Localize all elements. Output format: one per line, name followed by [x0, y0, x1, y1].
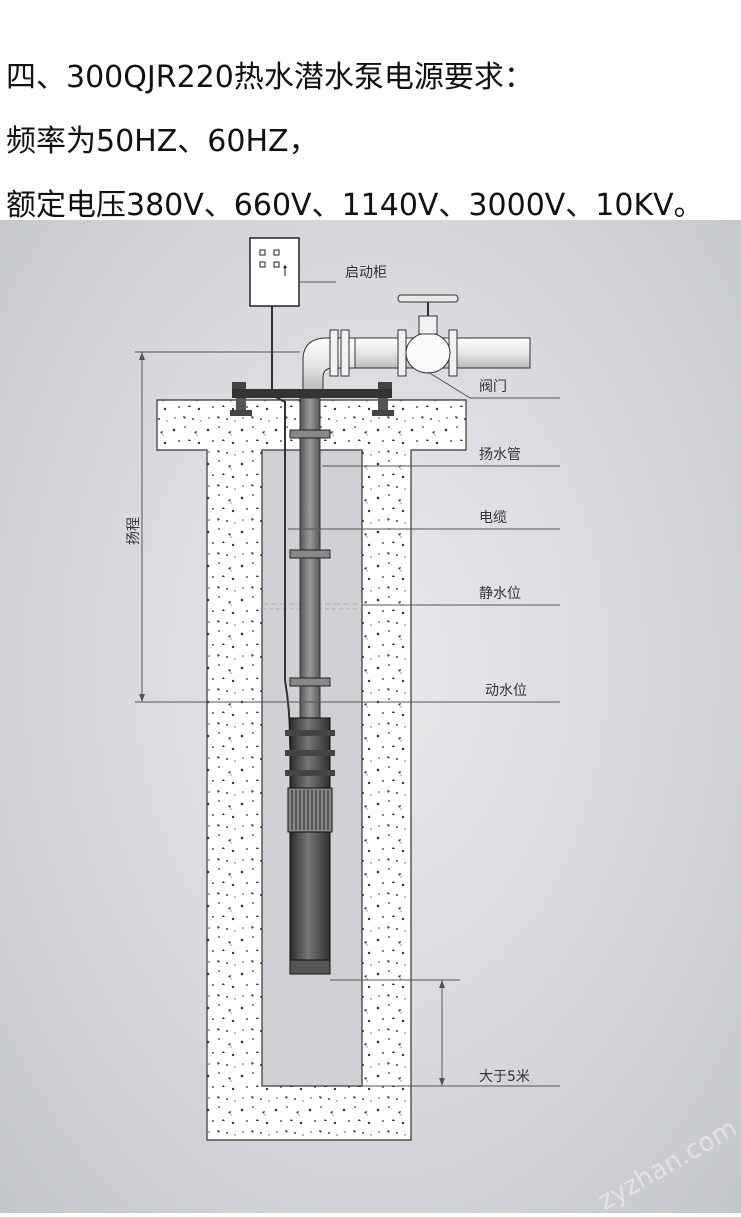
label-clearance: 大于5米	[479, 1069, 530, 1085]
label-head: 扬程	[126, 517, 142, 545]
label-static-water-level: 静水位	[479, 586, 521, 602]
pump-installation-diagram: 启动柜 阀门 扬水管 电缆 静水位 动水位 扬程 大于5米	[126, 237, 560, 1141]
label-dynamic-water-level: 动水位	[485, 683, 527, 699]
label-valve: 阀门	[479, 379, 507, 395]
heading-line-2: 频率为50HZ、60HZ，	[6, 124, 319, 159]
label-riser-pipe: 扬水管	[479, 447, 521, 463]
submersible-pump	[285, 717, 335, 975]
leader-lines	[135, 281, 560, 1087]
label-cable: 电缆	[479, 510, 507, 526]
heading-line-1: 四、300QJR220热水潜水泵电源要求：	[6, 60, 534, 95]
valve	[397, 294, 459, 374]
label-control-cabinet: 启动柜	[345, 265, 387, 281]
pipe-couplings	[289, 429, 331, 687]
power-requirements-text: 四、300QJR220热水潜水泵电源要求： 频率为50HZ、60HZ， 额定电压…	[6, 46, 741, 238]
control-cabinet	[249, 237, 300, 307]
base-plate	[230, 382, 394, 416]
dimension-arrows	[139, 352, 445, 1086]
heading-line-3: 额定电压380V、660V、1140V、3000V、10KV。	[6, 188, 704, 223]
